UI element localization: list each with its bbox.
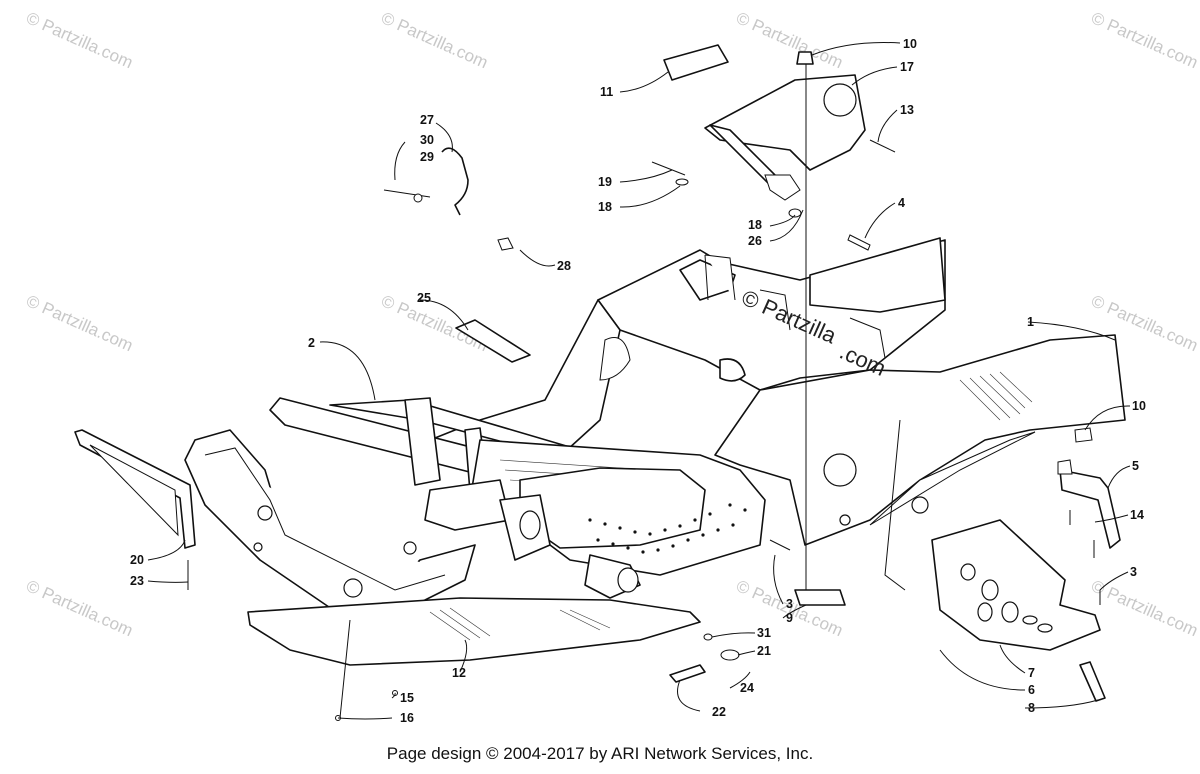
callout-label: 30 [420,133,434,147]
callout-label: 23 [130,574,144,588]
callout-label: 31 [757,626,771,640]
callout-label: 3 [1130,565,1137,579]
callout-label: 26 [748,234,762,248]
callout-label: 18 [598,200,612,214]
watermark: © Partzilla.com [1088,8,1200,72]
callout-label: 14 [1130,508,1144,522]
callout-label: 5 [1132,459,1139,473]
callout-label: 6 [1028,683,1035,697]
callout-label: 1 [1027,315,1034,329]
left-bracket [74,429,196,549]
callout-label: 24 [740,681,754,695]
callout-label: 27 [420,113,434,127]
callout-label: 16 [400,711,414,725]
watermark: © Partzilla.com [378,8,490,72]
callout-label: 28 [557,259,571,273]
callout-label: 13 [900,103,914,117]
callout-label: 19 [598,175,612,189]
callout-label: 8 [1028,701,1035,715]
callout-label: 11 [600,85,613,99]
callout-label: 7 [1028,666,1035,680]
callout-labels: 10 11 17 13 27 30 29 19 18 4 18 26 28 25… [130,37,1146,725]
callout-label: 17 [900,60,914,74]
front-frame-assembly [184,397,766,619]
belly-pan [247,597,701,666]
watermark: © Partzilla.com [23,576,135,640]
callout-label: 20 [130,553,144,567]
callout-label: 29 [420,150,434,164]
callout-label: 9 [786,611,793,625]
callout-label: 3 [786,597,793,611]
small-parts [187,44,1121,721]
callout-label: 4 [898,196,905,210]
callout-label: 10 [1132,399,1146,413]
callout-label: 12 [452,666,466,680]
perforation-pattern [588,503,747,554]
callout-label: 25 [417,291,431,305]
callout-label: 22 [712,705,726,719]
leader-lines [147,42,1131,720]
callout-label: 2 [308,336,315,350]
steering-support [704,74,866,201]
callout-label: 21 [757,644,771,658]
watermark: © Partzilla.com [23,291,135,355]
watermark: © Partzilla.com [733,8,845,72]
copyright-footer: Page design © 2004-2017 by ARI Network S… [386,744,814,763]
callout-label: 15 [400,691,414,705]
callout-label: 18 [748,218,762,232]
callout-label: 10 [903,37,917,51]
watermark: © Partzilla.com [23,8,135,72]
